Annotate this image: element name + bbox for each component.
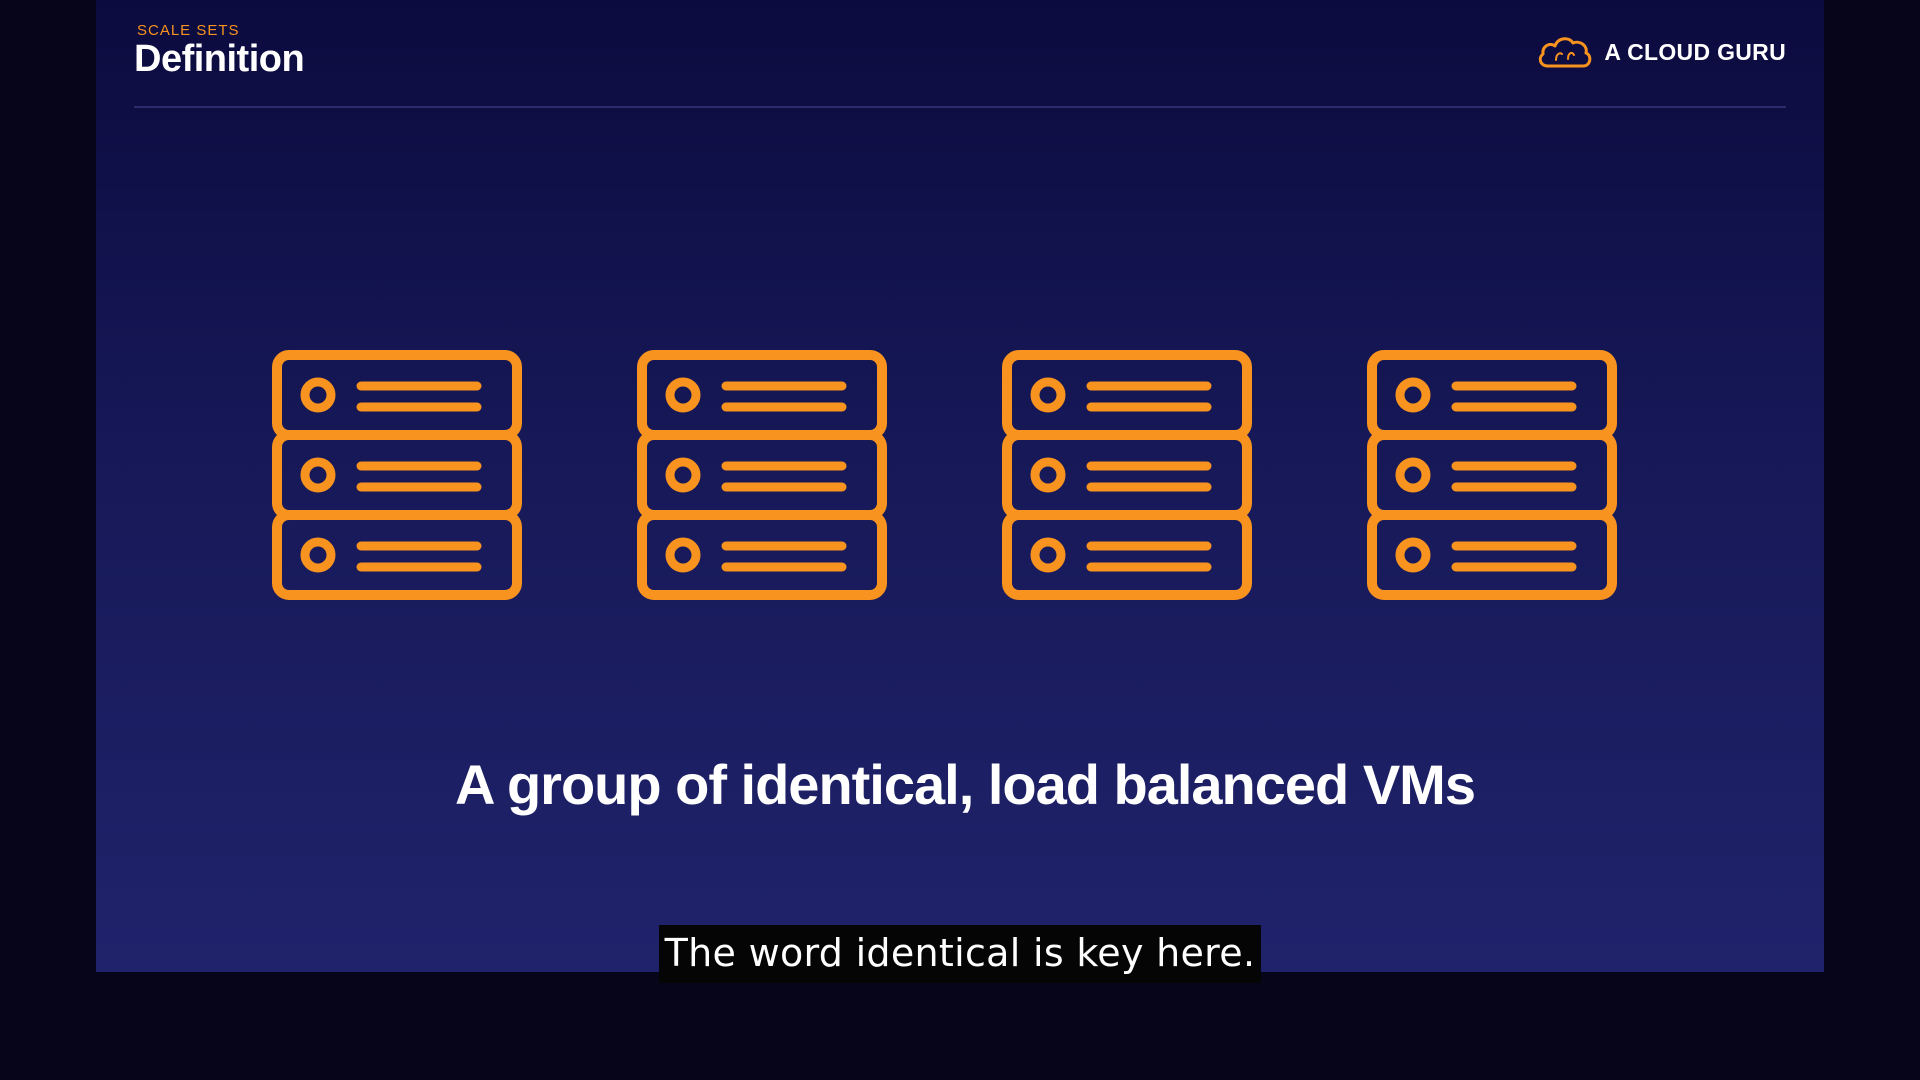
server-icon: [1001, 349, 1253, 601]
slide-title: Definition: [134, 38, 305, 80]
cloud-logo-icon: [1539, 37, 1592, 68]
subtitle-bar: The word identical is key here.: [0, 925, 1920, 983]
server-icon: [271, 349, 523, 601]
brand-name: A CLOUD GURU: [1604, 38, 1786, 65]
slide-caption: A group of identical, load balanced VMs: [455, 753, 1476, 816]
brand: A CLOUD GURU: [1536, 32, 1786, 72]
server-group: [96, 349, 1824, 601]
subtitle-text: The word identical is key here.: [658, 925, 1262, 983]
server-icon: [1366, 349, 1618, 601]
header-divider: [134, 106, 1786, 108]
slide: SCALE SETS Definition A CLOUD GURU: [96, 0, 1824, 972]
section-label: SCALE SETS: [137, 22, 240, 39]
server-icon: [636, 349, 888, 601]
